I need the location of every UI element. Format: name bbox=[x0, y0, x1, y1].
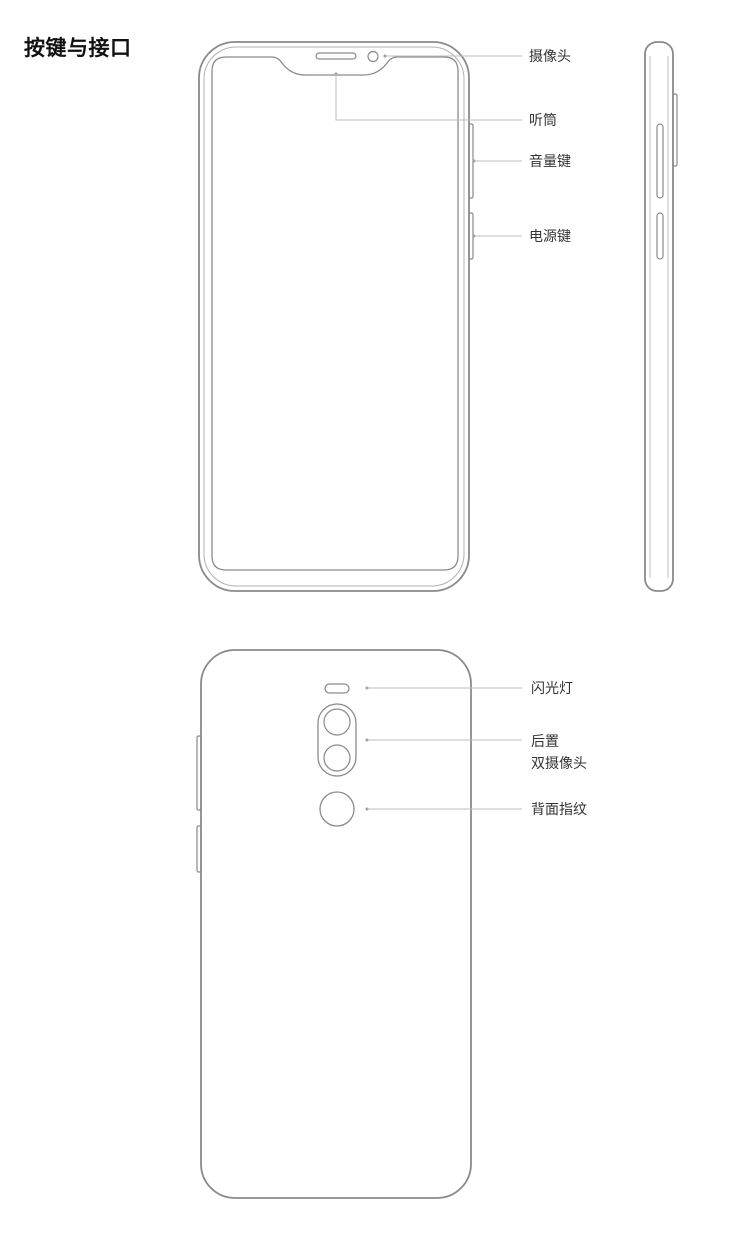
page-title: 按键与接口 bbox=[24, 36, 132, 60]
side-volume-key bbox=[656, 123, 664, 199]
label-front-camera: 摄像头 bbox=[529, 49, 571, 65]
front-view bbox=[198, 41, 474, 592]
side-camera-bump bbox=[672, 93, 678, 167]
flash-led bbox=[324, 683, 350, 694]
label-rear-camera-line2: 双摄像头 bbox=[531, 756, 587, 772]
back-body-outline bbox=[200, 649, 472, 1199]
rear-camera-module bbox=[317, 703, 357, 777]
volume-key-edge bbox=[468, 123, 474, 199]
front-camera-lens bbox=[367, 50, 379, 63]
label-flash: 闪光灯 bbox=[531, 681, 573, 697]
back-volume-key-edge bbox=[196, 735, 202, 811]
leader-earpiece bbox=[335, 74, 522, 121]
earpiece-slot bbox=[315, 52, 357, 60]
label-earpiece: 听筒 bbox=[529, 113, 557, 129]
leader-lines bbox=[334, 54, 522, 811]
label-fingerprint: 背面指纹 bbox=[531, 802, 587, 818]
back-view bbox=[196, 649, 472, 1199]
side-view bbox=[644, 41, 678, 592]
front-body-inner bbox=[203, 46, 465, 587]
label-power-key: 电源键 bbox=[529, 229, 571, 245]
label-volume-keys: 音量键 bbox=[529, 154, 571, 170]
side-body-outline bbox=[644, 41, 674, 592]
power-key-edge bbox=[468, 212, 474, 260]
side-power-key bbox=[656, 212, 664, 260]
rear-camera-lens-top bbox=[323, 708, 351, 736]
back-power-key-edge bbox=[196, 825, 202, 873]
label-rear-camera-line1: 后置 bbox=[531, 734, 559, 750]
front-body-outline bbox=[198, 41, 470, 592]
fingerprint-sensor bbox=[319, 791, 355, 827]
screen-with-notch bbox=[211, 56, 459, 571]
rear-camera-lens-bottom bbox=[323, 744, 351, 772]
